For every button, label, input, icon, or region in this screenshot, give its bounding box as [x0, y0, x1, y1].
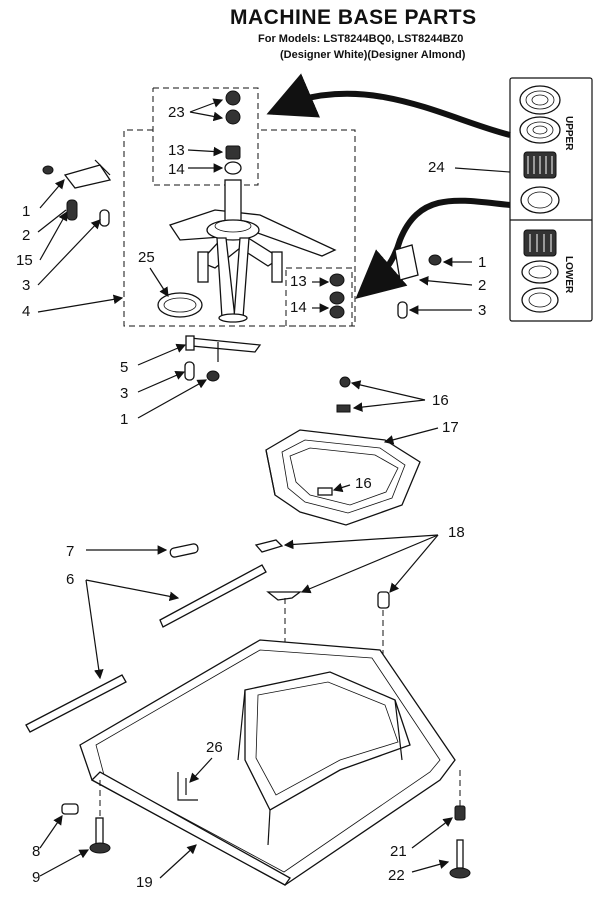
callout-26: 26 — [206, 739, 223, 756]
callout-22: 22 — [388, 867, 405, 884]
callout-13-lower: 13 — [290, 273, 307, 290]
upper-kit-arrow — [266, 73, 511, 138]
lower-ring — [521, 287, 559, 313]
part-13-14-upper — [224, 145, 242, 175]
diagram-title: MACHINE BASE PARTS — [230, 6, 477, 29]
callout-16: 16 — [432, 392, 449, 409]
callout-15: 15 — [16, 252, 33, 269]
part-17-frame — [265, 376, 421, 526]
callout-2: 2 — [22, 227, 30, 244]
callout-18: 18 — [448, 524, 465, 541]
callout-7: 7 — [66, 543, 74, 560]
callout-3-right: 3 — [478, 302, 486, 319]
lower-kit-arrow — [355, 197, 511, 299]
upper-kit-label: UPPER — [563, 116, 574, 151]
callout-19: 19 — [136, 874, 153, 891]
callout-25: 25 — [138, 249, 155, 266]
callout-13: 13 — [168, 142, 185, 159]
callout-6: 6 — [66, 571, 74, 588]
part-7-spring — [169, 543, 199, 558]
upper-bearing — [523, 151, 557, 179]
assembly-boxes — [123, 87, 356, 327]
callout-5: 5 — [120, 359, 128, 376]
part-18-clips — [254, 539, 390, 680]
part-23-bearings — [225, 90, 241, 125]
part-19-machine-base — [79, 639, 456, 886]
callout-16-lower: 16 — [355, 475, 372, 492]
bearing-kit-box: UPPER LOWER — [509, 77, 593, 322]
callout-1: 1 — [22, 203, 30, 220]
callout-3: 3 — [22, 277, 30, 294]
callout-1-right: 1 — [478, 254, 486, 271]
callout-24: 24 — [428, 159, 445, 176]
callout-21: 21 — [390, 843, 407, 860]
lower-bearing — [523, 229, 557, 257]
model-numbers: For Models: LST8244BQ0, LST8244BZ0 — [258, 33, 464, 45]
upper-bearing-seal-2 — [519, 116, 561, 144]
designer-colors: (Designer White)(Designer Almond) — [280, 49, 466, 61]
callout-9: 9 — [32, 869, 40, 886]
callout-numbers: 23 13 14 24 1 2 15 3 4 25 13 14 1 2 3 5 … — [16, 104, 486, 891]
callout-8: 8 — [32, 843, 40, 860]
callout-2-right: 2 — [478, 277, 486, 294]
part-6-strips — [25, 564, 267, 733]
upper-bearing-seal-1 — [519, 85, 561, 115]
callout-1-lower: 1 — [120, 411, 128, 428]
spider-mounting-assembly — [42, 159, 442, 382]
leveling-leg-left — [61, 780, 111, 854]
lower-seal — [521, 260, 559, 284]
callout-17: 17 — [442, 419, 459, 436]
upper-bearing-ring — [520, 186, 560, 214]
callout-14-lower: 14 — [290, 299, 307, 316]
callout-14: 14 — [168, 161, 185, 178]
callout-4: 4 — [22, 303, 30, 320]
leader-lines — [37, 98, 511, 879]
leveling-leg-right — [449, 770, 471, 879]
callout-23: 23 — [168, 104, 185, 121]
lower-kit-label: LOWER — [563, 256, 574, 294]
callout-3-lower: 3 — [120, 385, 128, 402]
